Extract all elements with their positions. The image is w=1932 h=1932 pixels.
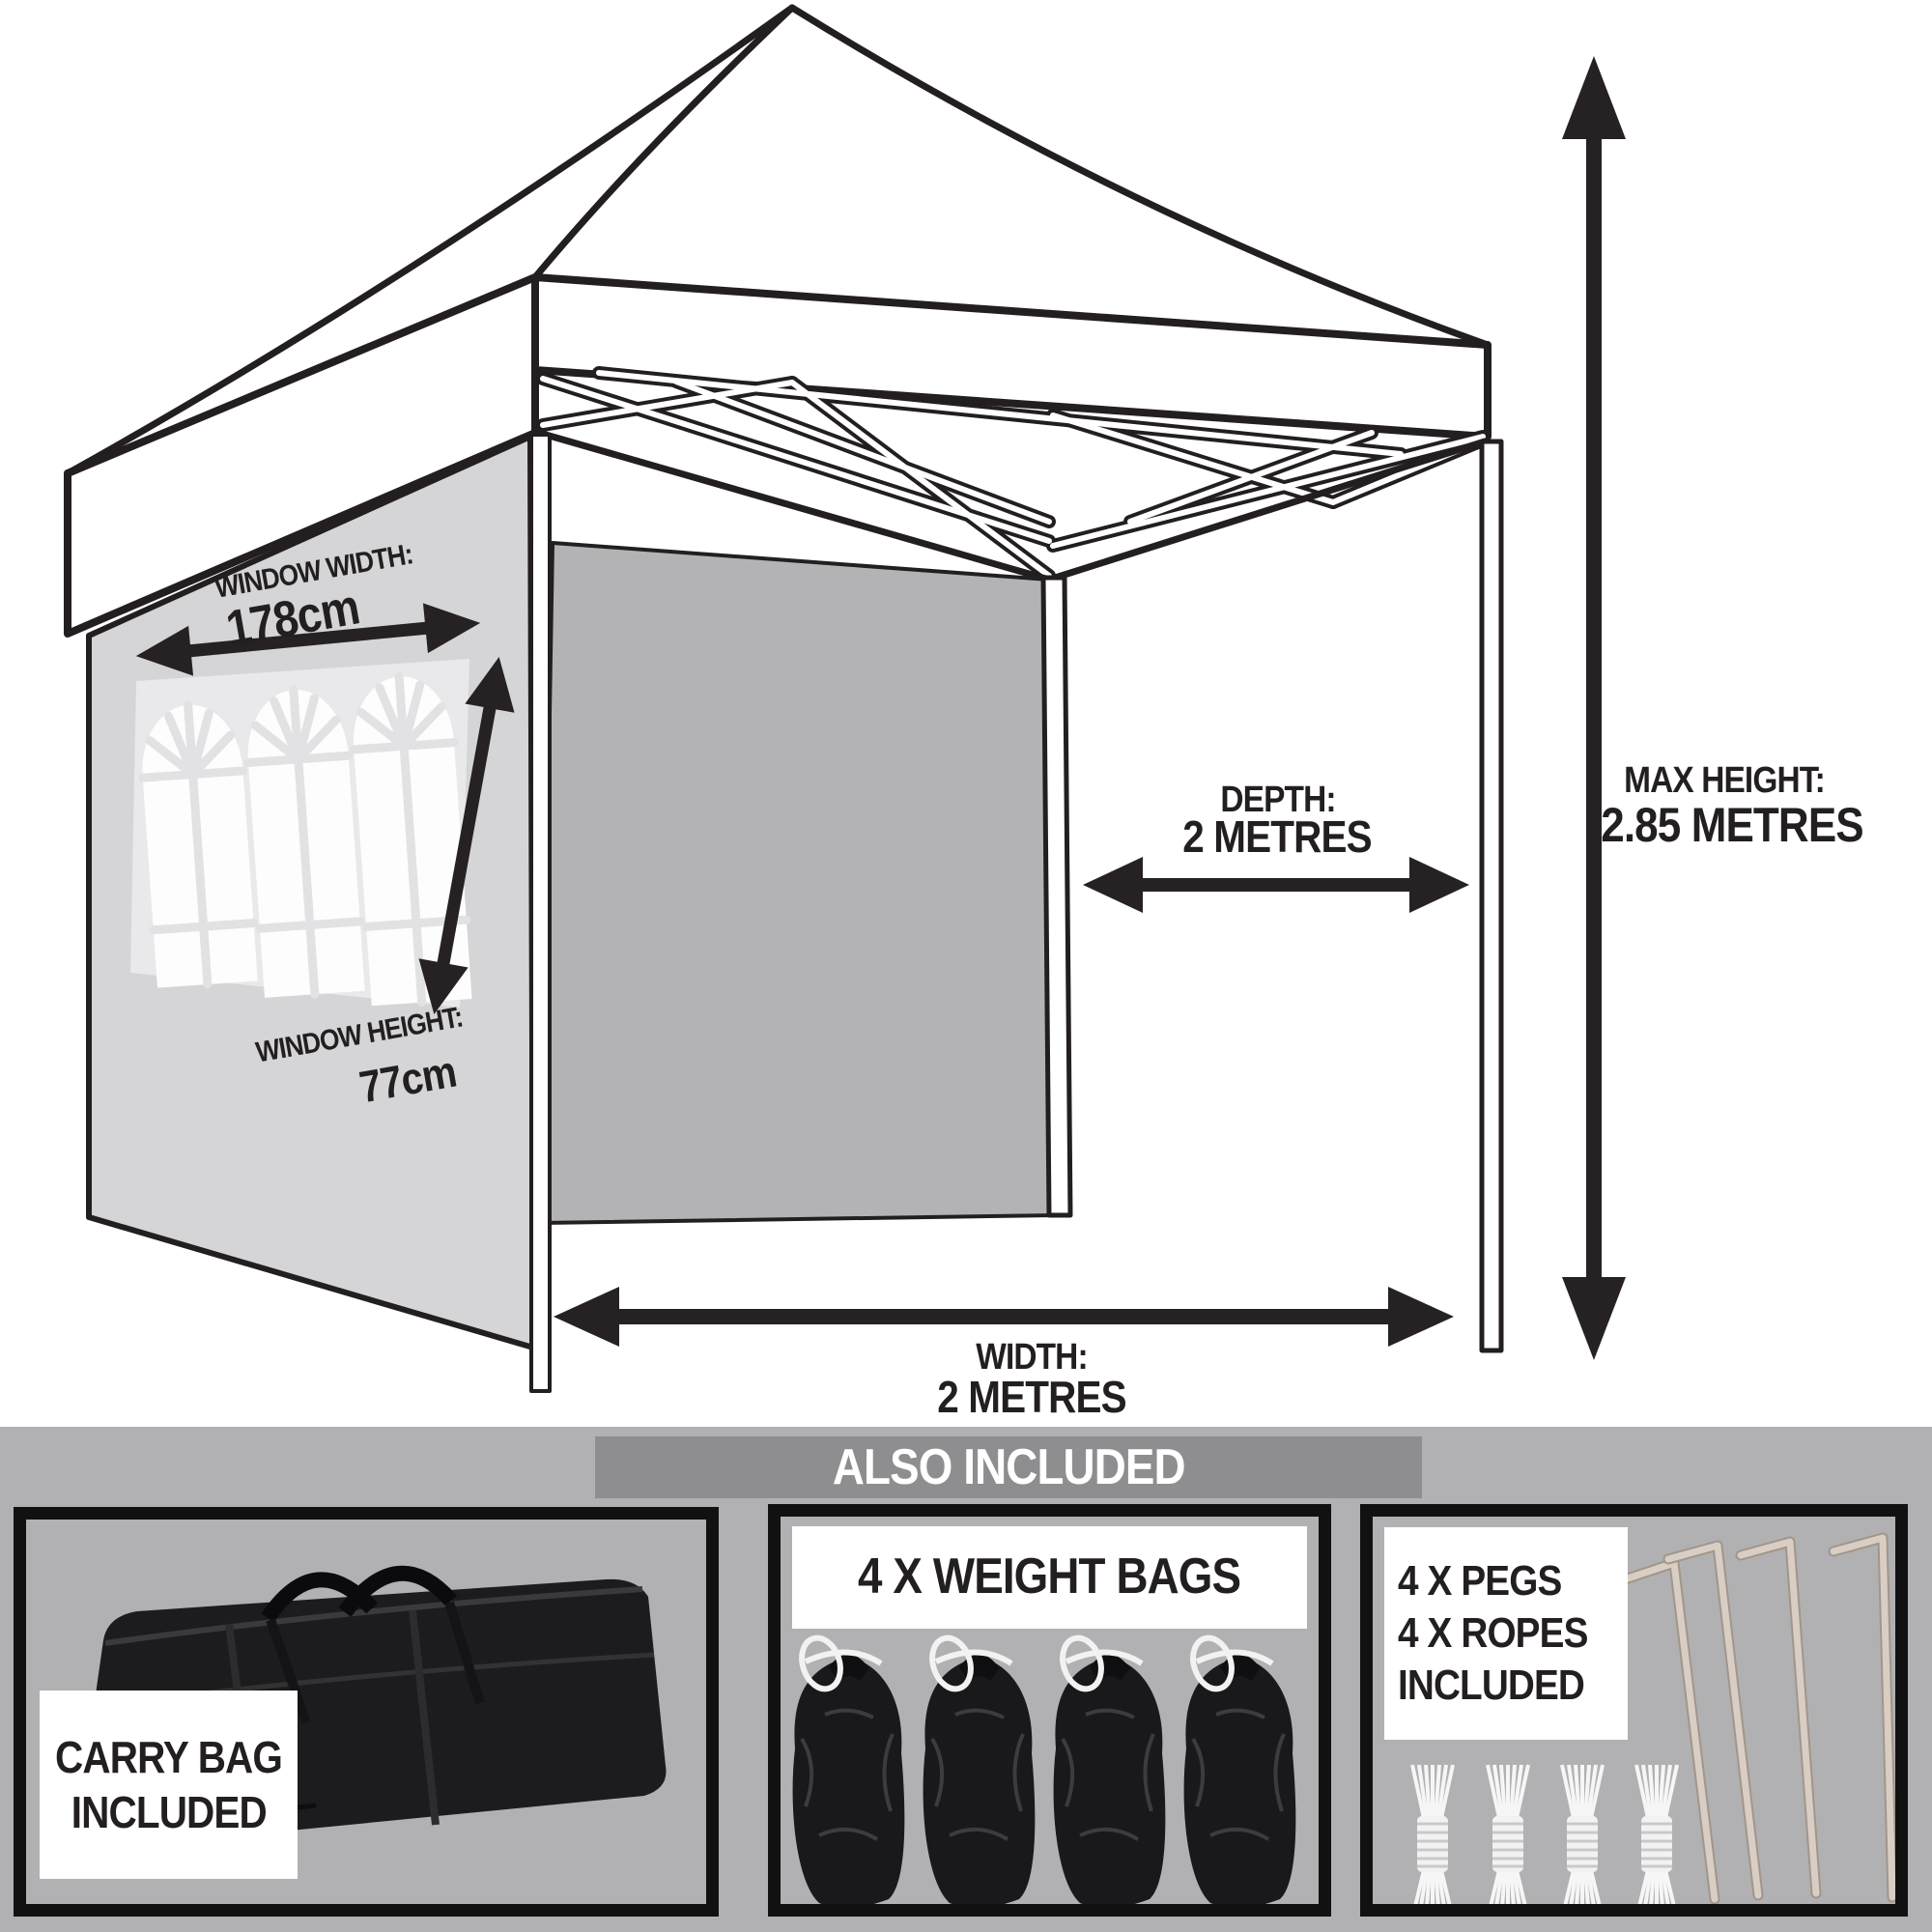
depth-value: 2 METRES (1182, 811, 1372, 862)
rope-bundle-icon (1410, 1764, 1455, 1904)
max-height-arrow (1562, 56, 1626, 1360)
max-height-value: 2.85 METRES (1601, 798, 1863, 852)
carry-bag-panel: CARRY BAG INCLUDED (14, 1507, 719, 1917)
width-label: WIDTH: (976, 1337, 1088, 1378)
pegs-ropes-image (1410, 1532, 1895, 1904)
depth-label: DEPTH: (1220, 780, 1336, 820)
rope-bundle-icon (1486, 1764, 1530, 1904)
weight-bags-label-box: 4 X WEIGHT BAGS (792, 1526, 1307, 1629)
pegs-label: 4 X PEGS (1398, 1557, 1562, 1605)
window-width-arrow (135, 603, 481, 676)
weight-bags-title: 4 X WEIGHT BAGS (858, 1548, 1241, 1605)
weight-bags-image (792, 1634, 1296, 1904)
carry-bag-label-line1: CARRY BAG (55, 1732, 283, 1783)
ropes-label: 4 X ROPES (1398, 1609, 1588, 1658)
weight-bag-icon (923, 1634, 1036, 1904)
max-height-label: MAX HEIGHT: (1624, 760, 1826, 801)
window-height-arrow (418, 657, 515, 1014)
width-arrow (554, 1287, 1454, 1347)
pegs-image (1619, 1532, 1895, 1904)
depth-arrow (1083, 857, 1469, 913)
carry-bag-label-line2: INCLUDED (71, 1786, 267, 1837)
truss-frame (535, 366, 1490, 583)
front-right-leg (1479, 439, 1504, 1353)
weight-bag-icon (1183, 1634, 1296, 1904)
weight-bag-icon (792, 1634, 905, 1904)
pegs-ropes-label-box: 4 X PEGS 4 X ROPES INCLUDED (1384, 1527, 1628, 1740)
canopy-valance (64, 273, 1492, 638)
weight-bag-icon (1053, 1634, 1166, 1904)
pegs-ropes-panel: 4 X PEGS 4 X ROPES INCLUDED (1360, 1504, 1908, 1917)
rope-bundle-icon (1634, 1764, 1679, 1904)
inner-side-wall (539, 541, 1059, 1225)
also-included-banner: ALSO INCLUDED (595, 1436, 1422, 1498)
window-icon (138, 671, 472, 1008)
gazebo-illustration (64, 4, 1626, 1393)
ropes-image (1410, 1764, 1679, 1904)
carry-bag-label-box: CARRY BAG INCLUDED (40, 1690, 298, 1879)
rope-bundle-icon (1560, 1764, 1605, 1904)
back-leg (1040, 575, 1073, 1218)
included-section: ALSO INCLUDED CARRY BAG INCLUD (0, 1427, 1932, 1932)
weight-bags-panel: 4 X WEIGHT BAGS (768, 1504, 1331, 1917)
width-value: 2 METRES (937, 1372, 1126, 1422)
canopy-roof (64, 4, 1492, 477)
also-included-title: ALSO INCLUDED (832, 1439, 1186, 1495)
front-left-leg (529, 433, 552, 1393)
included-label: INCLUDED (1398, 1661, 1585, 1709)
